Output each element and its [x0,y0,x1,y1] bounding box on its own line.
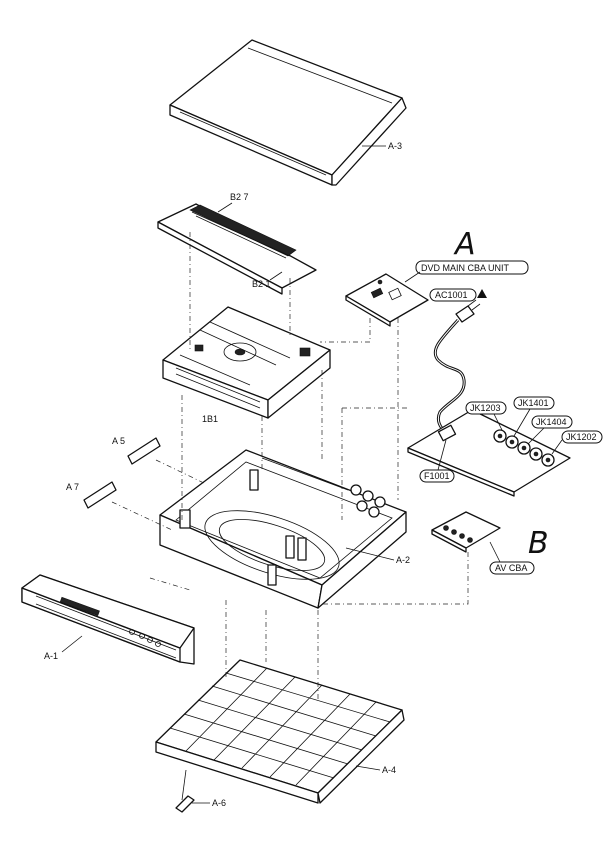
dvd-main-cba-board [345,273,429,327]
callout-jk1404: JK1404 [536,417,567,427]
callout-box-av-cba [489,561,535,575]
callout-box-jk1401 [513,396,555,410]
small-part-a5 [127,437,161,465]
label-b21: B2 1 [252,279,271,289]
foot-a6 [175,769,195,813]
leader-a4 [355,765,381,771]
top-cover-a3 [169,39,407,186]
leader-dvd-main [404,271,421,283]
callout-box-jk1203 [465,401,507,415]
callout-box-dvd-main [415,260,529,275]
top-bracket [157,203,317,295]
dvd-mechanism-1b1 [162,306,331,419]
section-letter-a: A [453,227,476,262]
leader-b21 [269,271,283,281]
callout-box-f1001 [419,469,455,483]
leader-a1 [61,635,83,653]
label-a4: A-4 [382,765,396,775]
label-a6: A-6 [212,798,226,808]
label-a1: A-1 [44,651,58,661]
jack-leaders [493,408,563,455]
label-b27: B2 7 [230,192,249,202]
av-cba-board [431,511,501,553]
callout-f1001: F1001 [424,471,450,481]
callout-box-jk1202 [561,430,603,444]
leader-a2 [345,547,395,561]
front-panel-a1 [21,574,195,665]
callout-dvd-main: DVD MAIN CBA UNIT [421,263,510,273]
leader-f1001 [437,439,447,471]
callout-av-cba: AV CBA [495,563,527,573]
small-part-a7 [83,481,117,509]
label-a2: A-2 [396,555,410,565]
assembly-lines [111,232,469,700]
label-a3: A-3 [388,141,402,151]
label-a5: A 5 [112,436,125,446]
ac-cord-ac1001 [433,299,481,434]
callout-jk1401: JK1401 [518,398,549,408]
label-1b1: 1B1 [202,414,218,424]
label-a7: A 7 [66,482,79,492]
callout-box-ac1001 [429,288,477,302]
leader-b27 [217,202,233,213]
rear-jack-board [407,409,571,497]
leader-av-cba [489,541,501,563]
callout-jk1203: JK1203 [470,403,501,413]
bottom-plate-a4 [155,659,405,804]
main-chassis-a2 [159,449,407,609]
callout-ac1001: AC1001 [435,290,468,300]
warning-triangle-icon [477,289,487,298]
section-letter-b: B [528,526,549,561]
rca-jacks [493,429,555,467]
callout-box-jk1404 [531,415,573,429]
callout-jk1202: JK1202 [566,432,597,442]
